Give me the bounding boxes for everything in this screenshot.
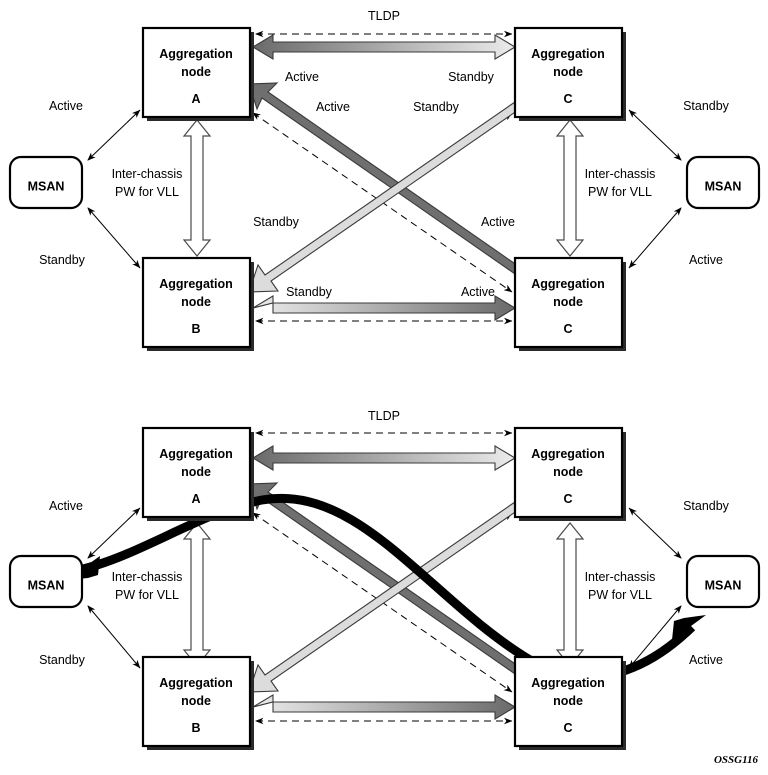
agg2-b-id: B (191, 721, 200, 735)
agg2-ctop-id: C (563, 492, 572, 506)
agg-cbot-title-line2: node (553, 295, 583, 309)
interchassis-arrow-right (555, 119, 585, 257)
agg-b-title-line1: Aggregation (159, 277, 233, 291)
label-diag-active-upper: Active (316, 100, 350, 114)
link-msanleft-aggB (87, 207, 141, 269)
diagram-top: MSAN MSAN Aggregation node A Aggregation… (8, 9, 761, 351)
agg-ctop-title-line2: node (553, 65, 583, 79)
label-msanleft-standby-top: Standby (39, 253, 86, 267)
label-msanright-active-top: Active (689, 253, 723, 267)
label-bothoriz-active: Active (461, 285, 495, 299)
label-interchassis-left-l1-top: Inter-chassis (112, 167, 183, 181)
label-tophoriz-active: Active (285, 70, 319, 84)
label-diag-active-lower: Active (481, 215, 515, 229)
agg2-b-title-line2: node (181, 694, 211, 708)
label-interchassis-left-l2-top: PW for VLL (115, 185, 179, 199)
label-interchassis-right-l1-top: Inter-chassis (585, 167, 656, 181)
agg2-cbot-title-line1: Aggregation (531, 676, 605, 690)
agg-a-title-line1: Aggregation (159, 47, 233, 61)
label2-interchassis-left-l1: Inter-chassis (112, 570, 183, 584)
diagram-bottom: MSAN MSAN Aggregation node A Aggregation… (8, 409, 761, 750)
label-tldp-top: TLDP (368, 9, 400, 23)
agg2-b-title-line1: Aggregation (159, 676, 233, 690)
agg-a-id: A (191, 92, 200, 106)
agg2-cbot-title-line2: node (553, 694, 583, 708)
agg-cbot-title-line1: Aggregation (531, 277, 605, 291)
link2-msanleft-aggA (87, 507, 141, 559)
block-arrow2-top-horizontal (251, 445, 517, 471)
msan2-left-label: MSAN (28, 578, 65, 592)
label2-interchassis-left-l2: PW for VLL (115, 588, 179, 602)
label-diag-standby-lower: Standby (253, 215, 300, 229)
label2-interchassis-right-l1: Inter-chassis (585, 570, 656, 584)
agg-a-title-line2: node (181, 65, 211, 79)
link-msanright-aggC-top (628, 109, 682, 161)
block-arrow2-bottom-horizontal (252, 694, 517, 720)
label-diag-standby-upper: Standby (413, 100, 460, 114)
label-msanright-standby-top: Standby (683, 99, 730, 113)
agg2-ctop-title-line2: node (553, 465, 583, 479)
link2-msanleft-aggB (87, 605, 141, 669)
agg-ctop-id: C (563, 92, 572, 106)
link-msanright-aggC-bottom (628, 207, 682, 269)
label-tophoriz-standby: Standby (448, 70, 495, 84)
agg2-a-id: A (191, 492, 200, 506)
agg-node-c-bottomright: Aggregation node C (513, 256, 626, 351)
agg-node-c-topright: Aggregation node C (513, 26, 626, 121)
agg-b-id: B (191, 322, 200, 336)
msan-left-label: MSAN (28, 179, 65, 193)
label-bothoriz-standby: Standby (286, 285, 333, 299)
msan-right-label: MSAN (705, 179, 742, 193)
msan-left-bottom-diagram: MSAN (8, 554, 84, 609)
agg2-ctop-title-line1: Aggregation (531, 447, 605, 461)
agg2-node-c-bottomright: Aggregation node C (513, 655, 626, 750)
link-msanleft-aggA (87, 109, 141, 161)
label-tldp-bottom: TLDP (368, 409, 400, 423)
msan-right-bottom-diagram: MSAN (685, 554, 761, 609)
block-arrow-bottom-horizontal (252, 295, 517, 321)
label2-msanleft-active: Active (49, 499, 83, 513)
msan2-right-label: MSAN (705, 578, 742, 592)
agg-node-a-top: Aggregation node A (141, 26, 254, 121)
agg2-a-title-line2: node (181, 465, 211, 479)
agg-b-title-line2: node (181, 295, 211, 309)
agg-ctop-title-line1: Aggregation (531, 47, 605, 61)
agg2-node-c-topright: Aggregation node C (513, 426, 626, 521)
label2-msanright-standby: Standby (683, 499, 730, 513)
block-arrow-top-horizontal (251, 34, 517, 60)
label2-interchassis-right-l2: PW for VLL (588, 588, 652, 602)
interchassis2-arrow-right (555, 522, 585, 667)
label-msanleft-active-top: Active (49, 99, 83, 113)
msan-left-top-diagram: MSAN (8, 155, 84, 210)
label2-msanleft-standby: Standby (39, 653, 86, 667)
label-interchassis-right-l2-top: PW for VLL (588, 185, 652, 199)
figure-caption: OSSG116 (714, 754, 759, 766)
link2-msanright-aggC-top (628, 507, 682, 559)
agg2-a-title-line1: Aggregation (159, 447, 233, 461)
agg2-node-b-bottomleft: Aggregation node B (141, 655, 254, 750)
agg-cbot-id: C (563, 322, 572, 336)
agg-node-b-bottomleft: Aggregation node B (141, 256, 254, 351)
agg2-cbot-id: C (563, 721, 572, 735)
msan-right-top-diagram: MSAN (685, 155, 761, 210)
link2-msanright-aggC-bottom (628, 605, 682, 669)
agg2-node-a-top: Aggregation node A (141, 426, 254, 521)
label2-msanright-active: Active (689, 653, 723, 667)
interchassis2-arrow-left (182, 522, 212, 667)
interchassis-arrow-left (182, 119, 212, 257)
